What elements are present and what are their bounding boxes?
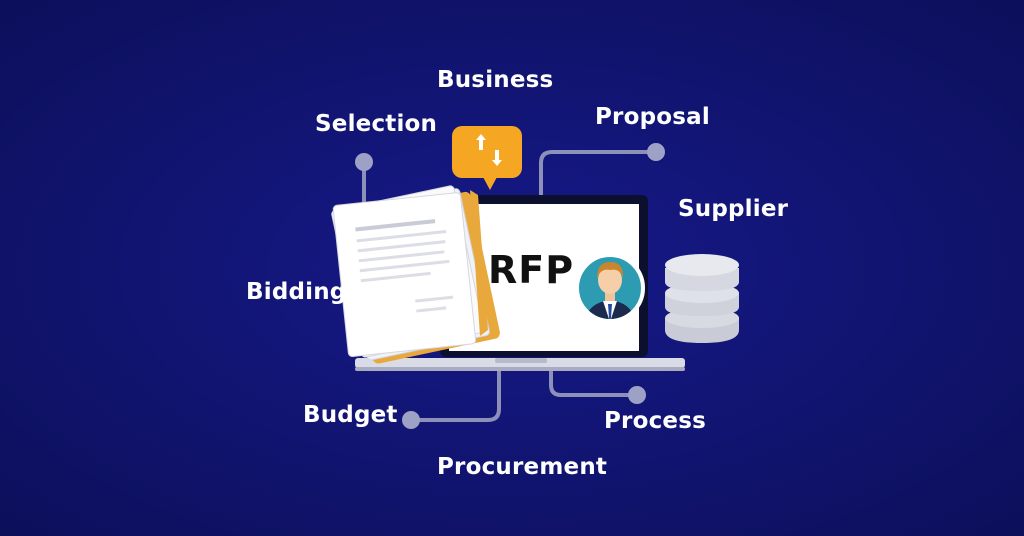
dot-process xyxy=(628,386,646,404)
keyword-proposal: Proposal xyxy=(595,104,710,130)
dot-budget xyxy=(402,411,420,429)
keyword-process: Process xyxy=(604,408,707,434)
keyword-business: Business xyxy=(437,67,554,93)
keyword-budget: Budget xyxy=(303,402,398,428)
keyword-supplier: Supplier xyxy=(678,196,789,222)
connector-process xyxy=(549,370,639,397)
keyword-selection: Selection xyxy=(315,111,438,137)
dot-selection xyxy=(355,153,373,171)
connector-lines xyxy=(362,150,656,422)
connector-proposal xyxy=(539,150,656,200)
document-stack-icon xyxy=(331,185,500,364)
connector-budget xyxy=(409,370,501,422)
chat-bubble-icon xyxy=(452,126,522,190)
keyword-bidding: Bidding xyxy=(246,279,347,305)
keyword-procurement: Procurement xyxy=(437,454,608,480)
dot-proposal xyxy=(647,143,665,161)
center-label: RFP xyxy=(488,248,575,292)
database-icon xyxy=(665,254,739,343)
person-avatar-icon xyxy=(575,253,645,323)
connector-dots xyxy=(355,143,665,429)
